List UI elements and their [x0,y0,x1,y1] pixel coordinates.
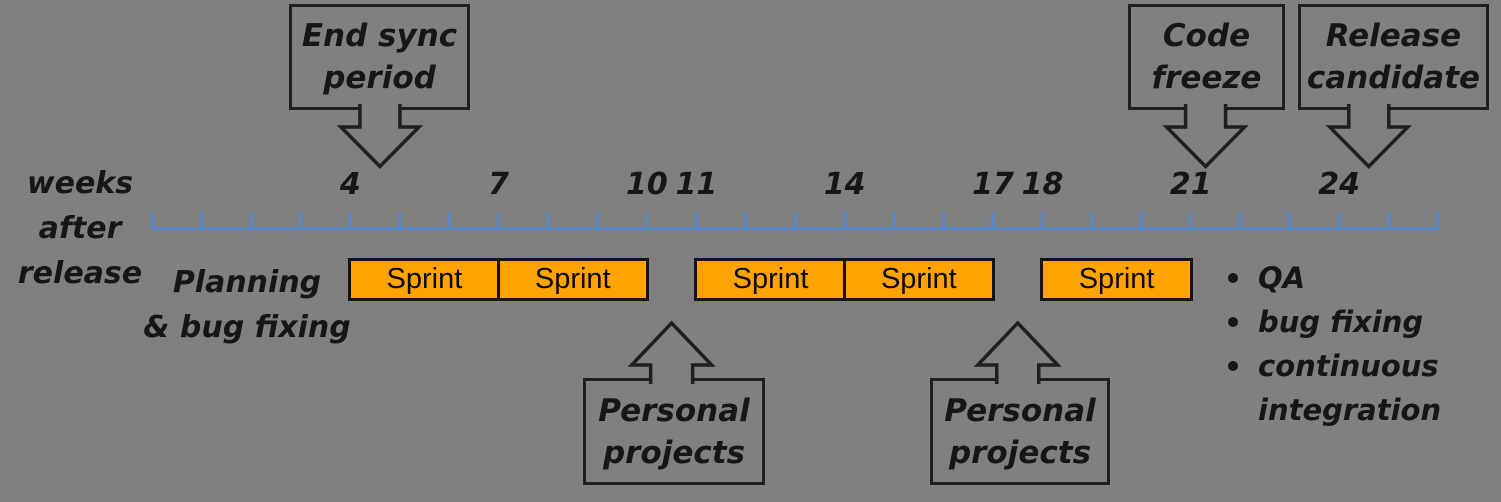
milestone-label-line: candidate [1306,60,1481,96]
sprint-label: Sprint [732,263,809,295]
milestone-box: Personal projects [930,378,1110,485]
arrow-up-icon [973,320,1062,384]
sprint-block: Sprint [1040,258,1193,301]
week-label: 17 [972,167,1014,202]
sprint-block: Sprint [348,258,501,301]
sprint-block: Sprint [842,258,995,301]
week-label: 7 [488,167,510,202]
axis-caption-line: release [17,256,143,291]
sprint-label: Sprint [880,263,957,295]
week-label: 21 [1169,167,1212,202]
week-label: 18 [1021,167,1064,202]
planning-label-line: & bug fixing [143,310,351,345]
axis-caption-line: after [38,211,122,246]
arrow-down-icon [1325,104,1412,169]
milestone-label-line: Code [1162,18,1251,54]
bullet-item: bug fixing [1208,300,1448,344]
axis-caption-line: weeks [26,166,134,201]
milestone-label-line: Release [1325,18,1462,54]
sprint-block: Sprint [694,258,847,301]
sprint-label: Sprint [534,263,611,295]
milestone-label-line: projects [948,434,1092,471]
milestone-label-line: period [323,60,436,96]
milestone-box: Code freeze [1128,4,1285,110]
arrow-up-icon [627,320,716,384]
arrow-down-icon [336,104,424,169]
week-label: 24 [1318,167,1360,202]
planning-label-line: Planning [172,265,322,300]
milestone-label-line: Personal [944,392,1096,429]
milestone-box: Personal projects [583,378,765,485]
milestone-label-line: projects [602,434,746,471]
milestone-label-line: freeze [1151,60,1262,96]
week-label: 4 [339,167,361,202]
week-label: 11 [675,167,718,202]
week-label: 10 [626,167,668,202]
axis-caption: weeks after release [2,161,158,296]
milestone-box: Release candidate [1298,4,1489,110]
bullet-item: QA [1208,256,1448,300]
week-label: 14 [823,167,866,202]
planning-phase-label: Planning & bug fixing [140,260,354,350]
sprint-label: Sprint [1078,263,1155,295]
milestone-label-line: End sync [301,18,458,54]
sprint-label: Sprint [386,263,463,295]
milestone-box: End sync period [289,4,470,110]
arrow-down-icon [1162,104,1249,169]
sprint-block: Sprint [496,258,649,301]
bullet-item: continuous integration [1208,344,1448,432]
milestone-label-line: Personal [598,392,750,429]
